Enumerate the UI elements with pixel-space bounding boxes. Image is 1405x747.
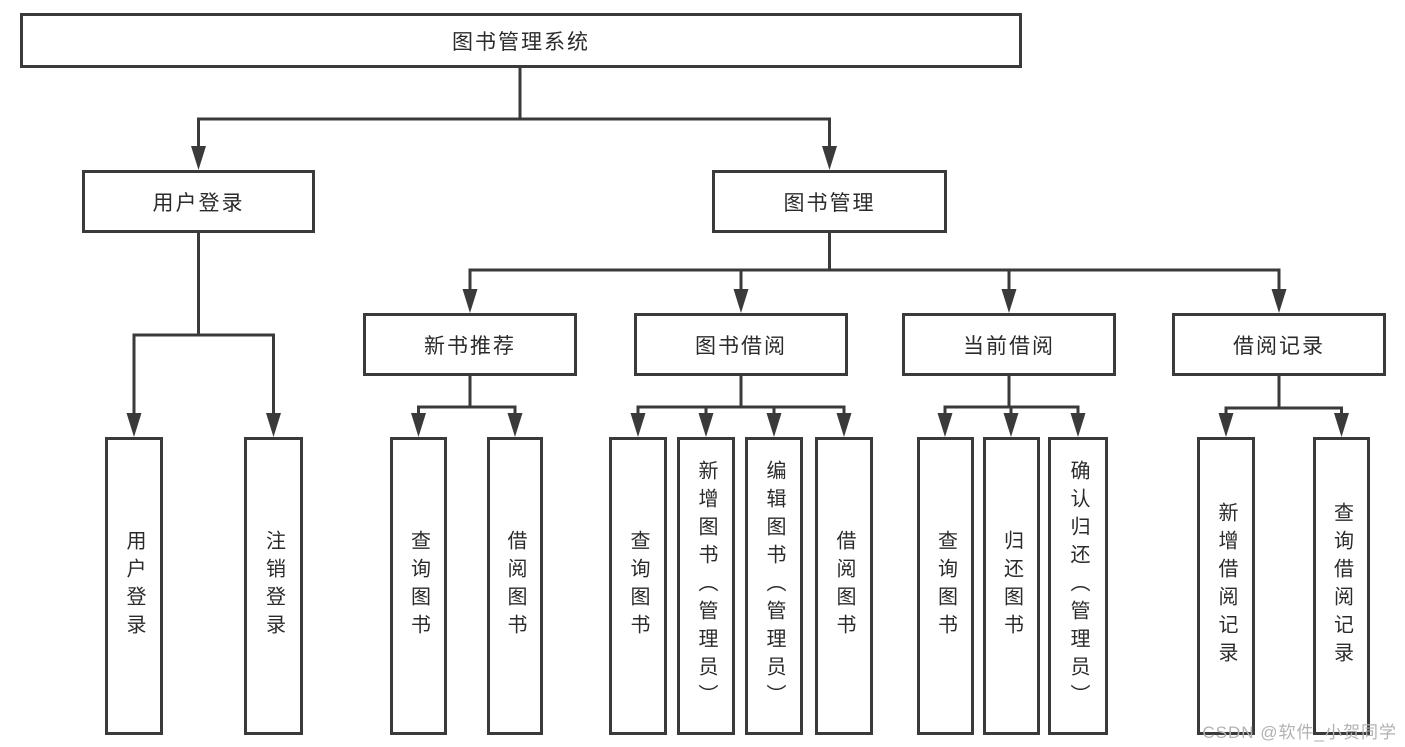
node-user-login-label: 用户登录 — [152, 191, 245, 215]
leaf-query-book-current: 查询图书 — [917, 437, 974, 735]
leaf-query-book-current-label: 查询图书 — [934, 530, 957, 642]
leaf-user-login-label: 用户登录 — [123, 530, 145, 642]
node-new-book-recommend-label: 新书推荐 — [424, 334, 516, 358]
leaf-borrow-book-recommend-label: 借阅图书 — [504, 530, 526, 642]
node-borrow-records-label: 借阅记录 — [1233, 334, 1325, 358]
node-book-management: 图书管理 — [712, 170, 947, 233]
leaf-query-borrow-record-label: 查询借阅记录 — [1330, 502, 1353, 670]
leaf-query-borrow-record: 查询借阅记录 — [1313, 437, 1370, 735]
leaf-return-book: 归还图书 — [983, 437, 1040, 735]
leaf-add-book-admin-label: 新增图书（管理员） — [695, 460, 717, 712]
leaf-query-book-recommend-label: 查询图书 — [407, 530, 430, 642]
node-current-borrow: 当前借阅 — [902, 313, 1116, 376]
leaf-query-book-recommend: 查询图书 — [390, 437, 447, 735]
leaf-query-book-borrow: 查询图书 — [609, 437, 667, 735]
leaf-borrow-book-recommend: 借阅图书 — [487, 437, 543, 735]
leaf-logout-login: 注销登录 — [244, 437, 303, 735]
leaf-user-login: 用户登录 — [105, 437, 163, 735]
leaf-return-book-label: 归还图书 — [1000, 530, 1023, 642]
leaf-borrow-book-label: 借阅图书 — [833, 530, 855, 642]
leaf-edit-book-admin-label: 编辑图书（管理员） — [763, 460, 785, 712]
leaf-edit-book-admin: 编辑图书（管理员） — [745, 437, 803, 735]
connector-arrowheads — [126, 146, 1349, 437]
leaf-query-book-borrow-label: 查询图书 — [627, 530, 649, 642]
node-book-borrow-label: 图书借阅 — [695, 334, 787, 358]
leaf-confirm-return-admin: 确认归还（管理员） — [1048, 437, 1108, 735]
node-current-borrow-label: 当前借阅 — [963, 334, 1055, 358]
leaf-logout-login-label: 注销登录 — [262, 530, 285, 642]
node-book-management-label: 图书管理 — [783, 191, 876, 215]
node-root: 图书管理系统 — [20, 13, 1022, 68]
node-borrow-records: 借阅记录 — [1172, 313, 1386, 376]
leaf-add-borrow-record: 新增借阅记录 — [1197, 437, 1255, 735]
watermark: CSDN @软件_小贺同学 — [1202, 723, 1397, 742]
node-book-borrow: 图书借阅 — [634, 313, 848, 376]
leaf-borrow-book: 借阅图书 — [815, 437, 873, 735]
node-user-login: 用户登录 — [82, 170, 315, 233]
node-root-label: 图书管理系统 — [452, 30, 590, 54]
leaf-add-book-admin: 新增图书（管理员） — [677, 437, 735, 735]
node-new-book-recommend: 新书推荐 — [363, 313, 577, 376]
leaf-confirm-return-admin-label: 确认归还（管理员） — [1067, 460, 1089, 712]
leaf-add-borrow-record-label: 新增借阅记录 — [1215, 502, 1237, 670]
